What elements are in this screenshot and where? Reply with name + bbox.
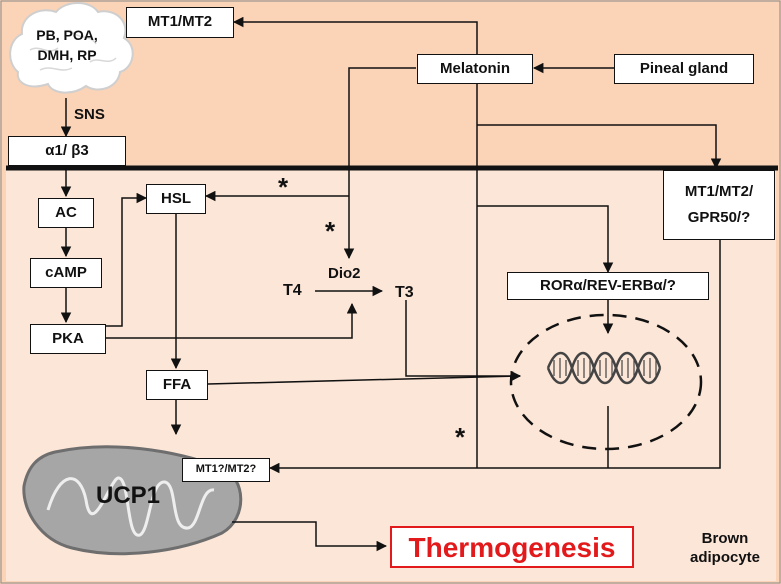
dna-icon [546, 351, 662, 385]
connectors [60, 16, 722, 552]
pka-box: PKA [30, 324, 106, 354]
camp-box: cAMP [30, 258, 102, 288]
brain-regions-label: PB, POA, DMH, RP [36, 27, 98, 63]
mt1-mt2-gpr50-box: MT1/MT2/ GPR50/? [663, 170, 775, 240]
ffa-box: FFA [146, 370, 208, 400]
mt1-mt2-mito-receptor-box: MT1?/MT2? [182, 458, 270, 482]
ac-box: AC [38, 198, 94, 228]
alpha-beta-receptor-box: α1/ β3 [8, 136, 126, 166]
t3-label: T3 [395, 284, 414, 301]
brown-adipocyte-label: Brown adipocyte [689, 530, 761, 566]
mt1-mt2-membrane-box: MT1/MT2 [126, 7, 234, 38]
brain-icon [9, 2, 134, 94]
sns-label: SNS [74, 106, 105, 123]
ror-reverb-box: RORα/REV-ERBα/? [507, 272, 709, 300]
ucp1-label: UCP1 [96, 482, 161, 509]
pineal-gland-box: Pineal gland [614, 54, 754, 84]
thermogenesis-box: Thermogenesis [390, 526, 634, 568]
t4-label: T4 [283, 282, 302, 299]
asterisk-mito: * [455, 422, 466, 452]
asterisk-dio2: * [325, 216, 336, 246]
asterisk-hsl: * [278, 172, 289, 202]
melatonin-box: Melatonin [417, 54, 533, 84]
hsl-box: HSL [146, 184, 206, 214]
dio2-label: Dio2 [328, 265, 361, 282]
nucleus [509, 313, 703, 451]
